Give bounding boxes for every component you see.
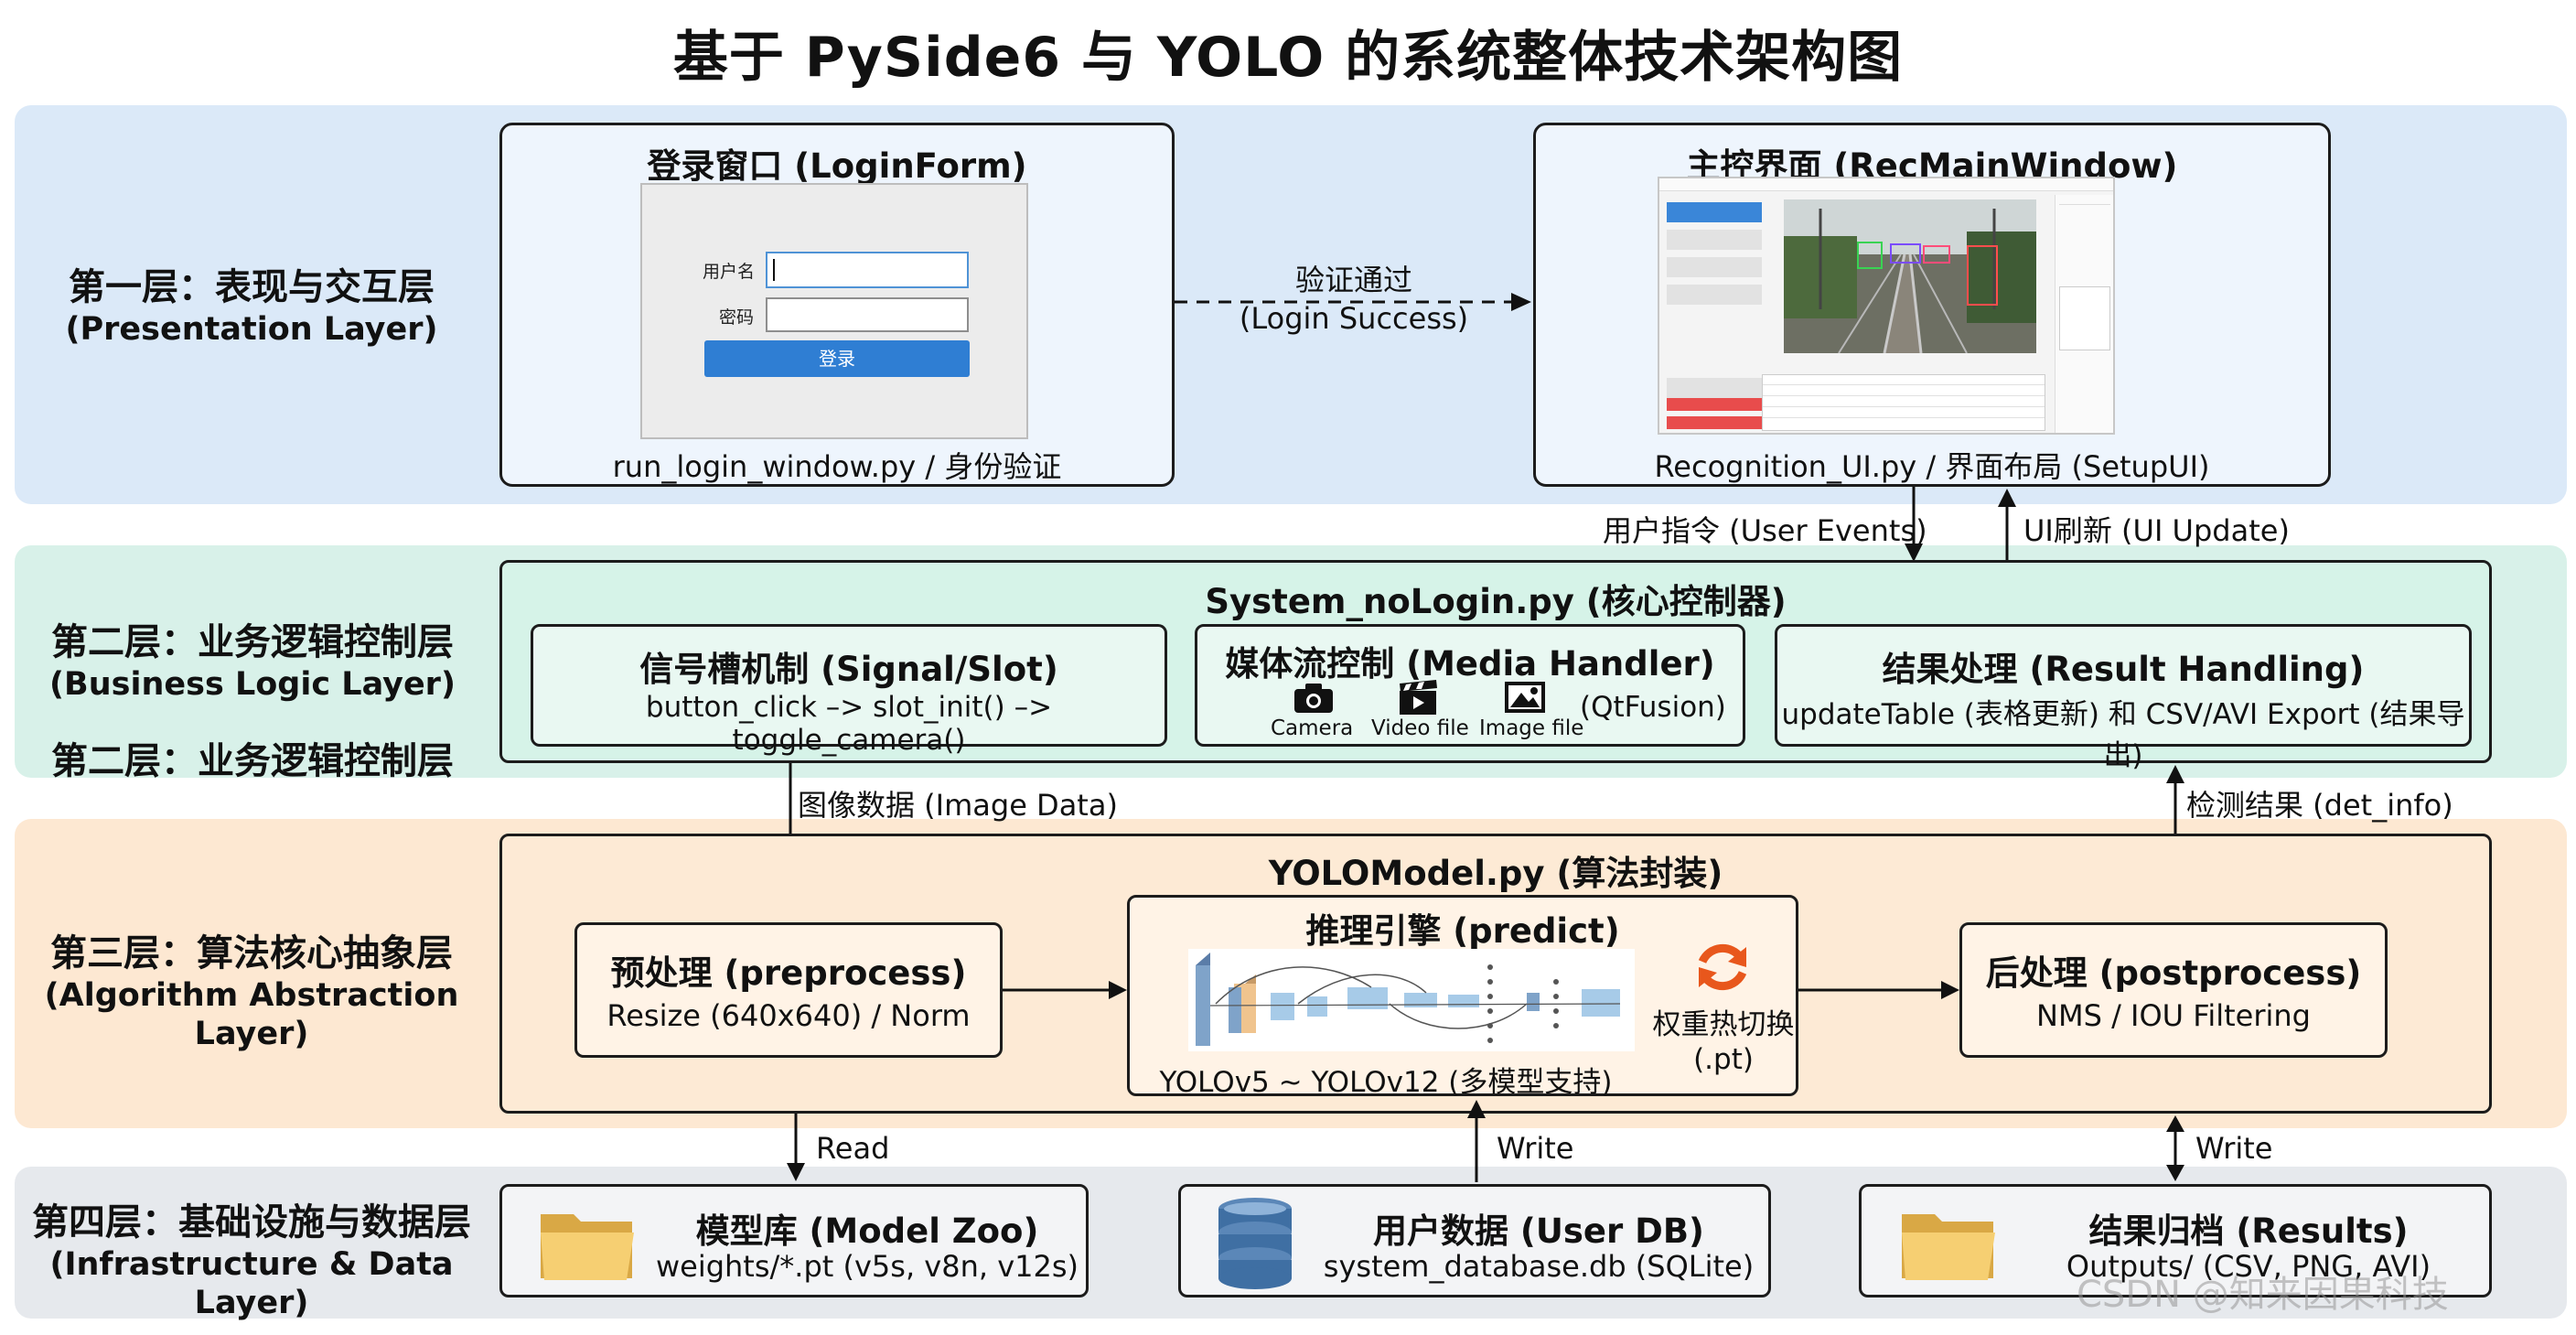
signal-slot-title: 信号槽机制 (Signal/Slot) (639, 650, 1058, 689)
folder-icon (541, 1214, 634, 1280)
database-icon (1218, 1198, 1292, 1289)
business-layer-label: 第二层：业务逻辑控制层 (Business Logic Layer) (24, 620, 481, 704)
algorithm-layer-label: 第三层：算法核心抽象层 (Algorithm Abstraction Layer… (18, 931, 485, 1054)
csdn-watermark: CSDN @知来因果科技 (2077, 1274, 2449, 1316)
signal-slot-box: 信号槽机制 (Signal/Slot) button_click –> slot… (531, 624, 1167, 757)
preprocess-sub: Resize (640x640) / Norm (606, 998, 971, 1033)
results-title: 结果归档 (Results) (2088, 1211, 2409, 1251)
read-label: Read (816, 1131, 890, 1166)
mock-video-button (1667, 257, 1762, 277)
core-controller-title: System_noLogin.py (核心控制器) (1205, 582, 1787, 621)
business-layer-zh: 第二层：业务逻辑控制层 (51, 621, 454, 663)
preprocess-title: 预处理 (preprocess) (610, 953, 967, 993)
media-handler-title: 媒体流控制 (Media Handler) (1225, 644, 1715, 684)
postprocess-title: 后处理 (postprocess) (1985, 953, 2362, 993)
yolo-model-title: YOLOModel.py (算法封装) (1268, 854, 1723, 893)
det-info-label: 检测结果 (det_info) (2186, 788, 2453, 823)
ui-update-label: UI刷新 (UI Update) (2023, 513, 2290, 548)
presentation-layer-zh: 第一层：表现与交互层 (69, 266, 435, 308)
password-label: 密码 (719, 307, 755, 328)
mock-results-table (1762, 374, 2045, 431)
model-zoo-title: 模型库 (Model Zoo) (695, 1211, 1039, 1251)
diagram-title: 基于 PySide6 与 YOLO 的系统整体技术架构图 (672, 26, 1904, 90)
hot-swap-label: 权重热切换 (.pt) (1646, 1007, 1801, 1077)
predict-title: 推理引擎 (predict) (1305, 911, 1620, 951)
predict-caption: YOLOv5 ~ YOLOv12 (多模型支持) (1159, 1066, 1613, 1099)
predict-to-post-arrow (1798, 981, 1959, 999)
infrastructure-layer-en: (Infrastructure & Data Layer) (49, 1245, 454, 1322)
business-layer-en: (Business Logic Layer) (49, 665, 456, 703)
login-success-arrow (1175, 293, 1531, 311)
user-events-label: 用户指令 (User Events) (1603, 513, 1927, 548)
infrastructure-layer-label: 第四层：基础设施与数据层 (Infrastructure & Data Laye… (18, 1200, 485, 1323)
hot-swap-zh: 权重热切换 (1652, 1008, 1795, 1041)
media-handler-box: 媒体流控制 (Media Handler) Camera Video file … (1195, 624, 1745, 747)
mock-camera-button (1667, 202, 1762, 222)
write-label-user: Write (1497, 1131, 1574, 1166)
login-form-title: 登录窗口 (LoginForm) (647, 146, 1027, 186)
write-arrow-user (1467, 1100, 1486, 1182)
main-window-mock (1658, 177, 2115, 435)
read-arrow (787, 1114, 805, 1181)
network-diagram (1188, 949, 1635, 1051)
ui-event-arrows (1905, 487, 2016, 564)
postprocess-sub: NMS / IOU Filtering (2036, 998, 2311, 1033)
results-box: 结果归档 (Results) Outputs/ (CSV, PNG, AVI) (1859, 1184, 2492, 1297)
hot-swap-ext: (.pt) (1693, 1043, 1754, 1076)
results-folder-icon (1902, 1214, 1995, 1280)
video-file-icon (1400, 680, 1437, 715)
mock-info-panel (2055, 195, 2113, 433)
railway-scene (1784, 199, 2036, 353)
camera-label: Camera (1271, 716, 1354, 740)
username-label: 用户名 (703, 262, 756, 282)
business-layer-label-repeat: 第二层：业务逻辑控制层 (24, 739, 481, 784)
camera-icon (1294, 684, 1333, 713)
algorithm-layer-zh: 第三层：算法核心抽象层 (50, 932, 453, 974)
model-zoo-sub: weights/*.pt (v5s, v8n, v12s) (655, 1249, 1079, 1284)
results-sub: Outputs/ (CSV, PNG, AVI) (2066, 1249, 2431, 1284)
presentation-layer-en: (Presentation Layer) (65, 310, 438, 348)
mock-image-button (1667, 230, 1762, 250)
mock-titlebar (1659, 178, 2113, 191)
mock-gray-button (1667, 378, 1762, 398)
algorithm-layer-en: (Algorithm Abstraction Layer) (44, 976, 459, 1053)
predict-box: 推理引擎 (predict) YOLOv5 ~ YOLOv12 (多模型支持) (1127, 895, 1801, 1099)
hot-swap-icon (1698, 943, 1747, 991)
user-db-box: 用户数据 (User DB) system_database.db (SQLit… (1178, 1184, 1771, 1297)
login-success-zh: 验证通过 (1294, 263, 1412, 297)
signal-slot-sub: button_click –> slot_init() –> toggle_ca… (645, 691, 1053, 757)
write-arrow-results (2166, 1115, 2184, 1181)
mock-video-frame (1784, 199, 2036, 353)
user-db-sub: system_database.db (SQLite) (1323, 1249, 1755, 1284)
mock-red-button-1 (1667, 398, 1762, 411)
login-form-caption: run_login_window.py / 身份验证 (612, 449, 1062, 484)
login-button[interactable]: 登录 (704, 340, 970, 377)
mock-red-button-2 (1667, 416, 1762, 429)
login-window-mock: 用户名 密码 登录 (640, 183, 1028, 439)
model-zoo-box: 模型库 (Model Zoo) weights/*.pt (v5s, v8n, … (499, 1184, 1089, 1297)
result-handling-box: 结果处理 (Result Handling) updateTable (表格更新… (1775, 624, 2472, 772)
video-file-label: Video file (1371, 716, 1469, 740)
user-db-title: 用户数据 (User DB) (1373, 1211, 1704, 1251)
write-label-results: Write (2195, 1131, 2273, 1166)
postprocess-box: 后处理 (postprocess) NMS / IOU Filtering (1959, 922, 2388, 1058)
result-handling-sub: updateTable (表格更新) 和 CSV/AVI Export (结果导… (1781, 698, 2465, 772)
username-input[interactable] (766, 252, 969, 288)
login-success-en: (Login Success) (1239, 301, 1469, 336)
result-handling-title: 结果处理 (Result Handling) (1882, 650, 2365, 689)
image-file-label: Image file (1479, 716, 1584, 740)
preprocess-box: 预处理 (preprocess) Resize (640x640) / Norm (574, 922, 1003, 1058)
login-success-label: 验证通过 (Login Success) (1226, 261, 1482, 338)
main-window-caption: Recognition_UI.py / 界面布局 (SetupUI) (1654, 449, 2210, 484)
qtfusion-label: (QtFusion) (1580, 691, 1726, 724)
image-file-icon (1505, 682, 1545, 713)
password-input[interactable] (766, 297, 969, 332)
presentation-layer-label: 第一层：表现与交互层 (Presentation Layer) (37, 265, 467, 349)
mock-camera2-button (1667, 285, 1762, 305)
pre-to-predict-arrow (1003, 981, 1127, 999)
infrastructure-layer-zh: 第四层：基础设施与数据层 (32, 1201, 471, 1243)
image-data-label: 图像数据 (Image Data) (798, 788, 1118, 823)
business-layer-zh-repeat: 第二层：业务逻辑控制层 (51, 740, 454, 782)
